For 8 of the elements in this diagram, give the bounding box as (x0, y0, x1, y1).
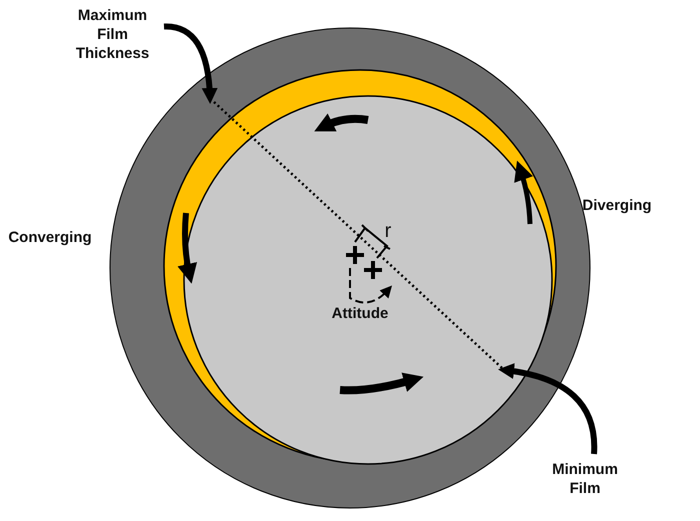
callout-text: Maximum Film Thickness (65, 6, 160, 63)
callout-text: Minimum Film (540, 460, 630, 498)
direction-label: Diverging (581, 196, 653, 215)
leader-arrow (164, 24, 218, 104)
radius-label: r (384, 222, 392, 241)
angle-label: Attitude (330, 304, 390, 323)
leader-arrow (498, 363, 598, 454)
direction-label: Converging (7, 228, 93, 247)
